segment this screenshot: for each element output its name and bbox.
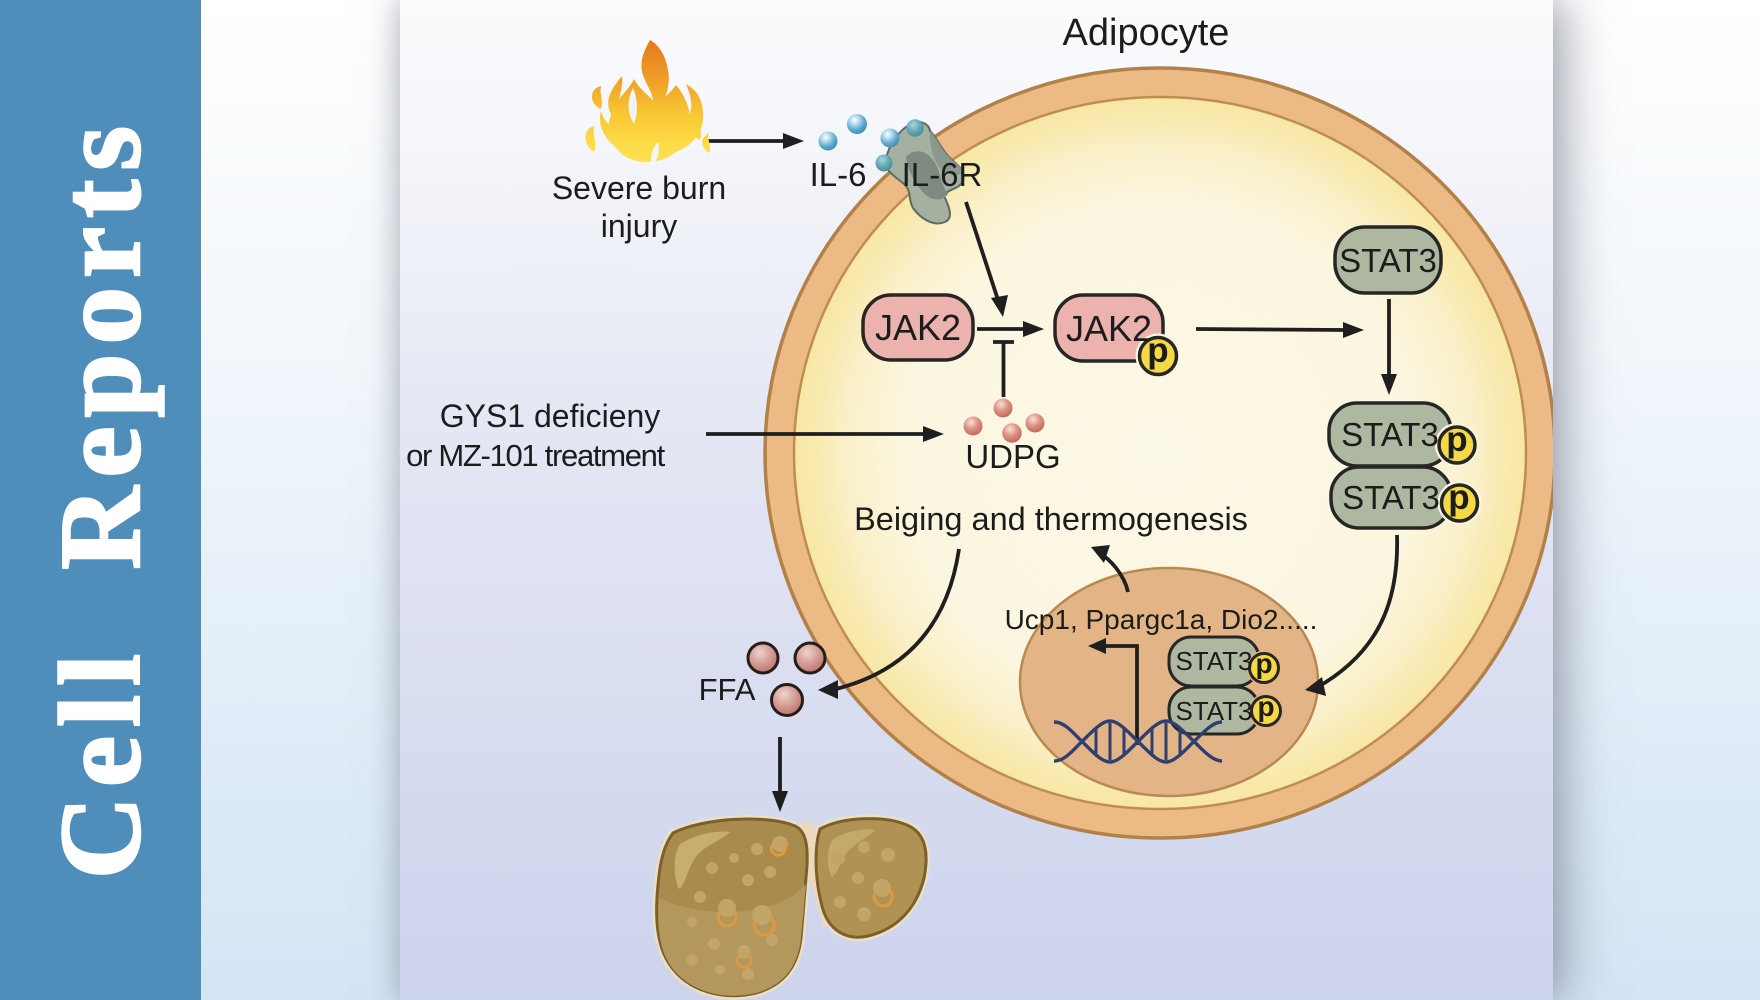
svg-text:p: p [1448,478,1469,517]
svg-text:Ucp1, Ppargc1a, Dio2.....: Ucp1, Ppargc1a, Dio2..... [1005,604,1318,635]
svg-text:STAT3: STAT3 [1339,242,1437,279]
svg-text:Beiging and thermogenesis: Beiging and thermogenesis [854,501,1248,537]
svg-text:FFA: FFA [699,672,756,707]
svg-text:injury: injury [601,208,677,244]
svg-text:UDPG: UDPG [965,438,1060,475]
svg-text:p: p [1147,331,1168,370]
svg-text:or MZ-101 treatment: or MZ-101 treatment [406,438,666,473]
svg-text:STAT3: STAT3 [1342,479,1440,516]
svg-text:IL-6R: IL-6R [902,156,983,193]
svg-text:p: p [1255,648,1272,679]
svg-text:Adipocyte: Adipocyte [1063,12,1230,54]
svg-text:STAT3: STAT3 [1175,646,1252,676]
svg-text:JAK2: JAK2 [1066,308,1152,349]
svg-text:JAK2: JAK2 [875,307,961,348]
svg-text:STAT3: STAT3 [1341,416,1439,453]
svg-text:p: p [1446,420,1467,459]
svg-text:GYS1 deficieny: GYS1 deficieny [440,398,661,434]
svg-text:Severe burn: Severe burn [552,170,726,206]
svg-text:IL-6: IL-6 [810,156,867,193]
svg-text:STAT3: STAT3 [1175,696,1252,726]
svg-text:p: p [1257,691,1274,722]
